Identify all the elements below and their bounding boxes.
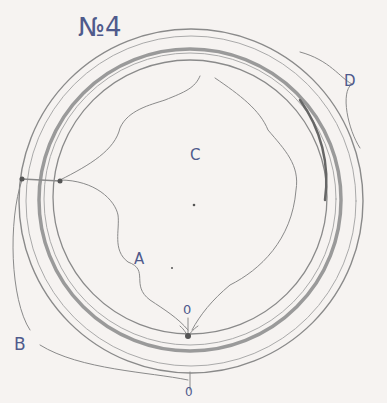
region-letter: A xyxy=(134,252,144,267)
zero-mark: 0 xyxy=(185,386,193,398)
point xyxy=(185,333,191,339)
ring-band xyxy=(39,49,341,351)
bracket xyxy=(300,52,360,148)
region-letter: D xyxy=(344,74,356,89)
point xyxy=(20,177,25,182)
region-letter: C xyxy=(190,148,200,163)
bracket xyxy=(60,76,297,330)
center-point xyxy=(193,204,196,207)
ring-line xyxy=(26,36,356,366)
outer-edge xyxy=(19,29,363,373)
inner-circle xyxy=(53,60,327,334)
point xyxy=(58,179,63,184)
sheet-number: №4 xyxy=(78,14,122,40)
ring-shading xyxy=(300,100,326,200)
bracket xyxy=(60,180,188,330)
point xyxy=(171,267,173,269)
zero-mark: 0 xyxy=(183,303,191,316)
bracket xyxy=(13,180,188,380)
ring-line xyxy=(44,53,336,345)
region-letter: B xyxy=(14,336,26,353)
ring-line xyxy=(22,179,60,181)
